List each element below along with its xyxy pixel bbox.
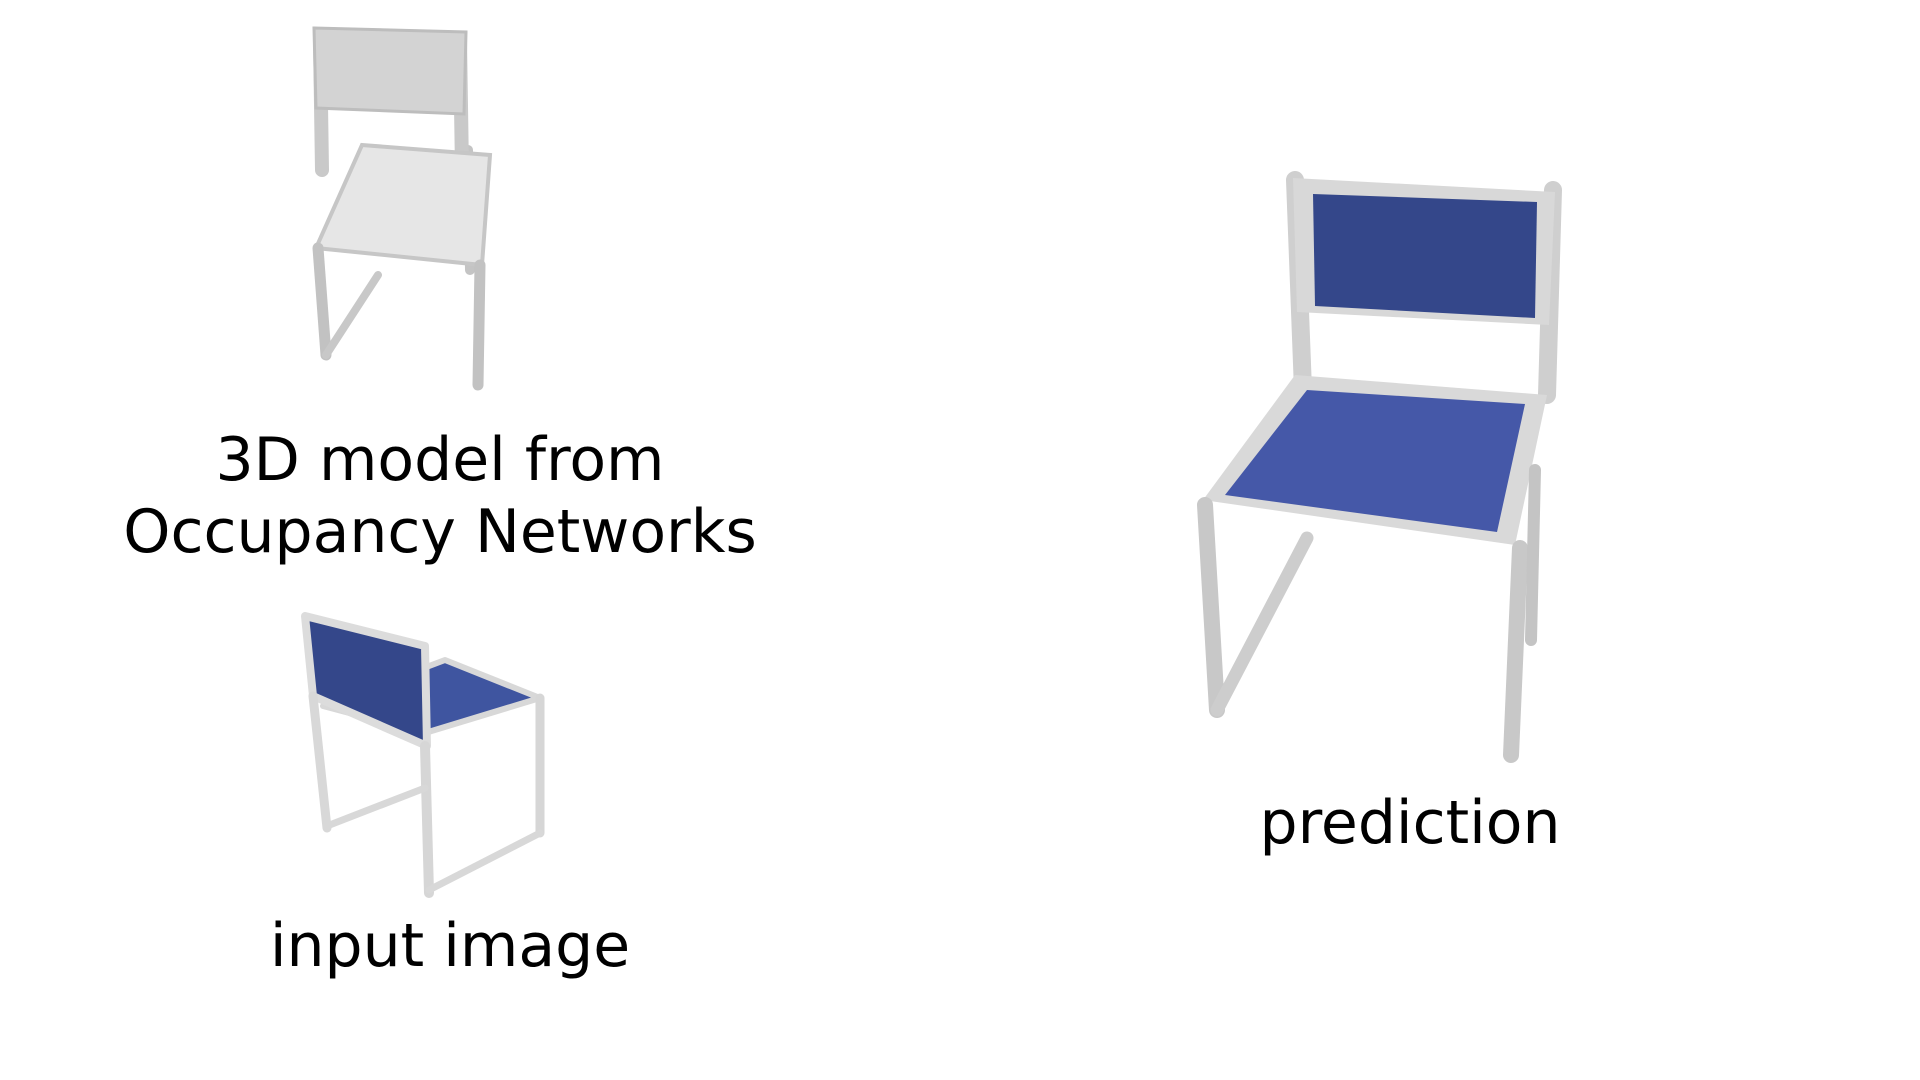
input-image-figure xyxy=(295,598,560,903)
blue-chair-photo-icon xyxy=(301,612,545,898)
prediction-chair-figure xyxy=(1175,170,1575,770)
grey-chair-icon xyxy=(312,26,493,391)
prediction-caption: prediction xyxy=(1259,788,1561,858)
prediction-chair-icon xyxy=(1197,171,1562,763)
occupancy-model-caption-line1: 3D model from xyxy=(215,425,665,495)
occupancy-model-caption-line2: Occupancy Networks xyxy=(123,497,757,567)
occupancy-model-caption: 3D model from Occupancy Networks xyxy=(90,424,790,568)
occupancy-model-chair-figure xyxy=(300,20,560,405)
input-image-caption: input image xyxy=(269,911,631,981)
